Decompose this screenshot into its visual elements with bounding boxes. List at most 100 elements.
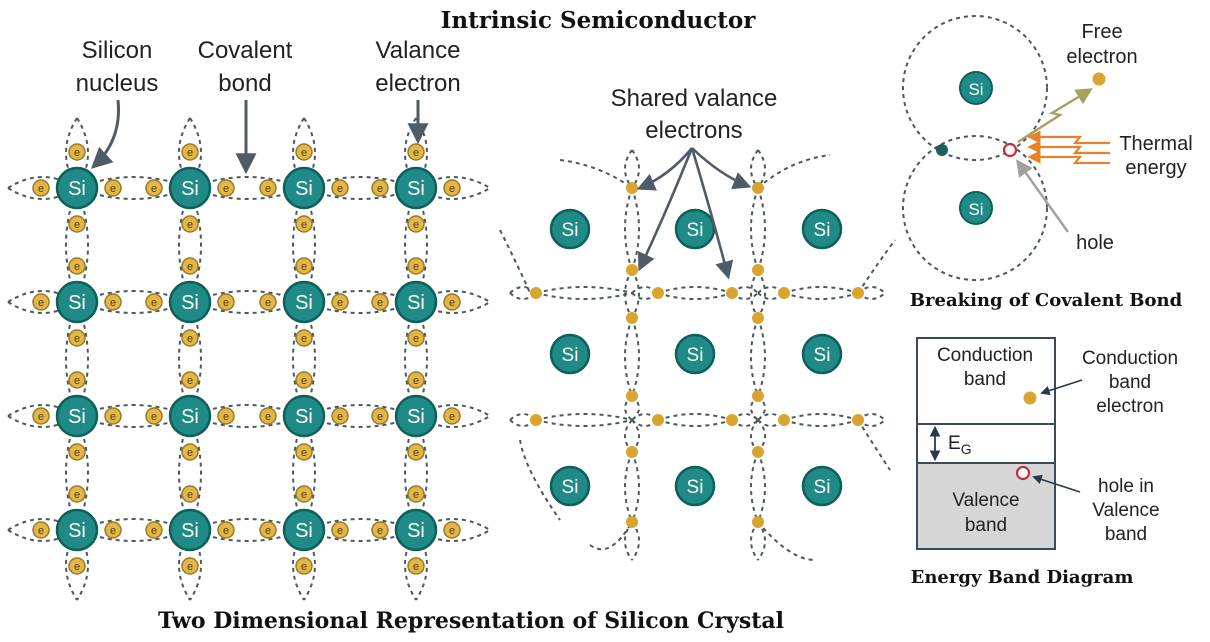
valence-electron-label: e xyxy=(413,447,419,459)
valence-electron xyxy=(181,485,199,503)
covalent-bond-arc xyxy=(292,529,305,601)
shared-bond-arc xyxy=(631,451,640,523)
silicon-atom-label: Si xyxy=(814,220,831,241)
covalent-bond-arc xyxy=(404,529,417,601)
covalent-bond-arc xyxy=(415,301,428,417)
valence-electron-label: e xyxy=(74,489,80,501)
valence-electron xyxy=(443,521,461,539)
shared-bond-arc xyxy=(757,149,766,189)
valence-electron-label: e xyxy=(110,297,116,309)
cb-electron-label-1: Conduction xyxy=(1082,348,1178,369)
arrow-to-nucleus xyxy=(90,99,120,169)
covalent-bond-arc xyxy=(189,404,305,417)
shared-electron xyxy=(726,287,738,299)
valence-electron xyxy=(407,371,425,389)
covalent-bond-arc xyxy=(303,187,316,303)
cb-electron-label-2: band xyxy=(1109,372,1151,393)
valence-electron xyxy=(371,521,389,539)
energy-band-diagram: Conduction band Valence band EG Conducti… xyxy=(911,337,1178,588)
valence-electron-label: e xyxy=(74,219,80,231)
valence-electron xyxy=(217,293,235,311)
silicon-atom xyxy=(394,166,438,210)
valence-electron xyxy=(68,329,86,347)
conduction-band xyxy=(916,337,1056,425)
covalent-bond-arc xyxy=(65,187,78,303)
covalent-bond-arc xyxy=(65,301,78,417)
lattice-labels: Silicon nucleus Covalent bond Valance el… xyxy=(76,37,461,97)
silicon-atom-label: Si xyxy=(181,520,199,542)
conduction-band-label-1: Conduction xyxy=(937,345,1033,366)
silicon-atom xyxy=(282,166,326,210)
si-atom-top-label: Si xyxy=(968,80,983,99)
valence-electron xyxy=(68,143,86,161)
shared-bond-arc xyxy=(535,419,633,427)
valence-electron xyxy=(407,485,425,503)
covalent-bond-arc xyxy=(76,290,191,303)
shared-bond-arc xyxy=(499,229,531,294)
label-free-1: Free xyxy=(1081,21,1122,43)
valence-electron-label: e xyxy=(413,147,419,159)
shared-electron xyxy=(626,182,638,194)
covalent-bond-arc xyxy=(303,518,417,531)
valence-electron xyxy=(32,293,50,311)
covalent-bond-arc xyxy=(76,187,191,200)
valence-electron xyxy=(145,179,163,197)
shared-bond-arc xyxy=(657,419,733,427)
shared-bond-arc xyxy=(535,413,633,421)
valence-electron-label: e xyxy=(301,375,307,387)
covalent-bond-arc xyxy=(303,529,316,601)
si-atom-bottom xyxy=(959,191,993,225)
silicon-atom-label: Si xyxy=(687,220,704,241)
valence-electron-label: e xyxy=(413,489,419,501)
covalent-bond-arc xyxy=(76,415,89,531)
valence-electron xyxy=(104,407,122,425)
valence-electron-label: e xyxy=(151,297,157,309)
shared-electron xyxy=(626,312,638,324)
shared-arrow-2 xyxy=(691,147,752,190)
shared-bond-arc xyxy=(757,269,766,319)
shared-electron xyxy=(778,414,790,426)
shared-bond-arc xyxy=(559,159,633,189)
covalent-bond-arc xyxy=(189,415,305,428)
hole-arrow xyxy=(1016,159,1069,233)
conduction-electron xyxy=(1023,391,1037,405)
covalent-bond-arc xyxy=(178,415,191,531)
covalent-bond-arc xyxy=(303,290,417,303)
valence-electron xyxy=(407,215,425,233)
si-atom-top xyxy=(959,71,993,105)
valence-electron xyxy=(259,179,277,197)
valence-electron xyxy=(181,443,199,461)
silicon-atom-label: Si xyxy=(295,406,313,428)
covalent-bond-arc xyxy=(415,415,428,531)
valence-electron-label: e xyxy=(151,183,157,195)
silicon-atom xyxy=(801,208,843,250)
valence-electron xyxy=(407,557,425,575)
shared-bond-arc xyxy=(783,419,859,427)
shared-bond-arc xyxy=(657,292,733,300)
silicon-atom-label: Si xyxy=(295,292,313,314)
valence-electron xyxy=(443,407,461,425)
silicon-atom xyxy=(549,465,591,507)
shared-bond-arc xyxy=(757,451,766,523)
silicon-atom xyxy=(801,333,843,375)
shared-electron xyxy=(530,287,542,299)
hole-marker xyxy=(1002,142,1018,158)
covalent-bond-arc xyxy=(303,176,417,189)
covalent-bond-arc xyxy=(415,529,428,601)
valence-electron-label: e xyxy=(74,261,80,273)
valence-electron-label: e xyxy=(449,183,455,195)
covalent-bond-arc xyxy=(404,301,417,417)
silicon-atom-label: Si xyxy=(68,520,86,542)
shared-electron xyxy=(752,182,764,194)
shared-bond-arc xyxy=(750,451,759,523)
valence-electron xyxy=(331,179,349,197)
shared-arrow-3 xyxy=(637,147,694,272)
shared-arrow-1 xyxy=(636,147,694,191)
valence-electron xyxy=(295,257,313,275)
shared-bond-arc xyxy=(624,451,633,523)
shared-bond-arc xyxy=(750,187,759,271)
valence-electron xyxy=(295,443,313,461)
shared-electron xyxy=(852,414,864,426)
valence-electron-label: e xyxy=(187,261,193,273)
